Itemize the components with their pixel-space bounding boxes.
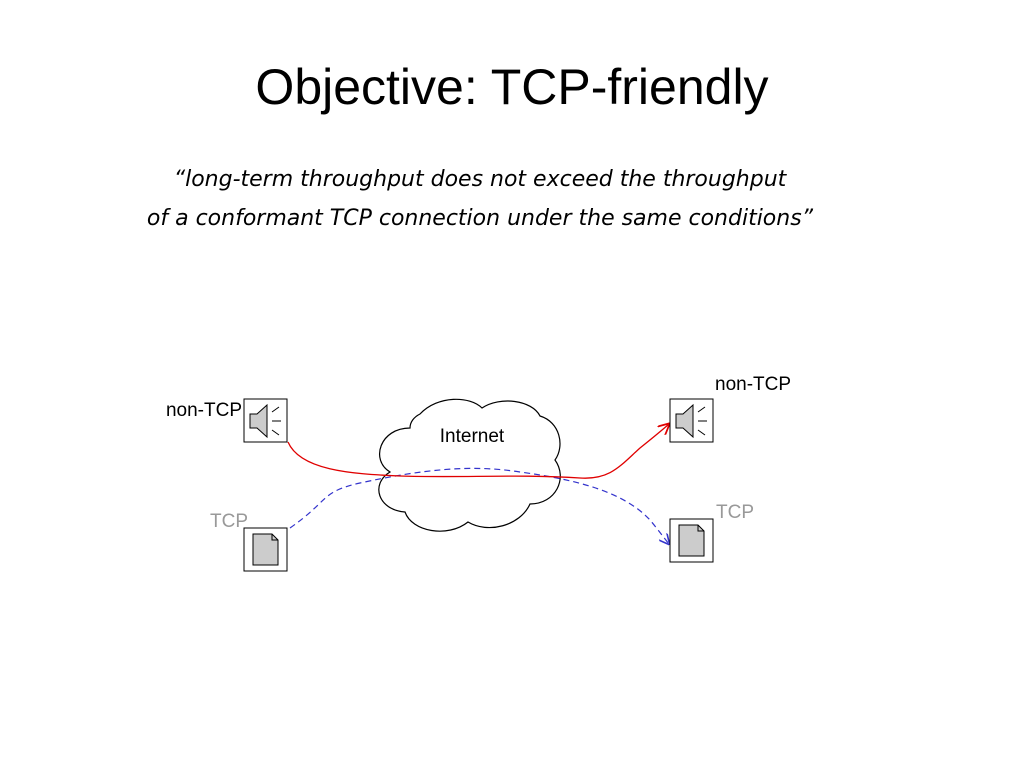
- quote-line-1: “long-term throughput does not exceed th…: [173, 167, 787, 192]
- left-tcp-label: TCP: [210, 511, 248, 532]
- internet-cloud-icon: [378, 398, 561, 532]
- left-non-tcp-label: non-TCP: [166, 400, 242, 421]
- left-speaker-icon: [243, 398, 288, 443]
- internet-label: Internet: [440, 426, 505, 447]
- right-non-tcp-label: non-TCP: [715, 374, 791, 395]
- non-tcp-flow-line: [287, 424, 669, 479]
- right-tcp-label: TCP: [716, 502, 754, 523]
- right-speaker-icon: [669, 398, 714, 443]
- quote-line-2: of a conformant TCP connection under the…: [146, 206, 814, 231]
- tcp-flow-line: [289, 467, 669, 544]
- definition-quote: “long-term throughput does not exceed th…: [60, 160, 900, 238]
- left-document-icon: [243, 527, 288, 572]
- right-document-icon: [669, 518, 714, 563]
- slide-title: Objective: TCP-friendly: [255, 59, 769, 115]
